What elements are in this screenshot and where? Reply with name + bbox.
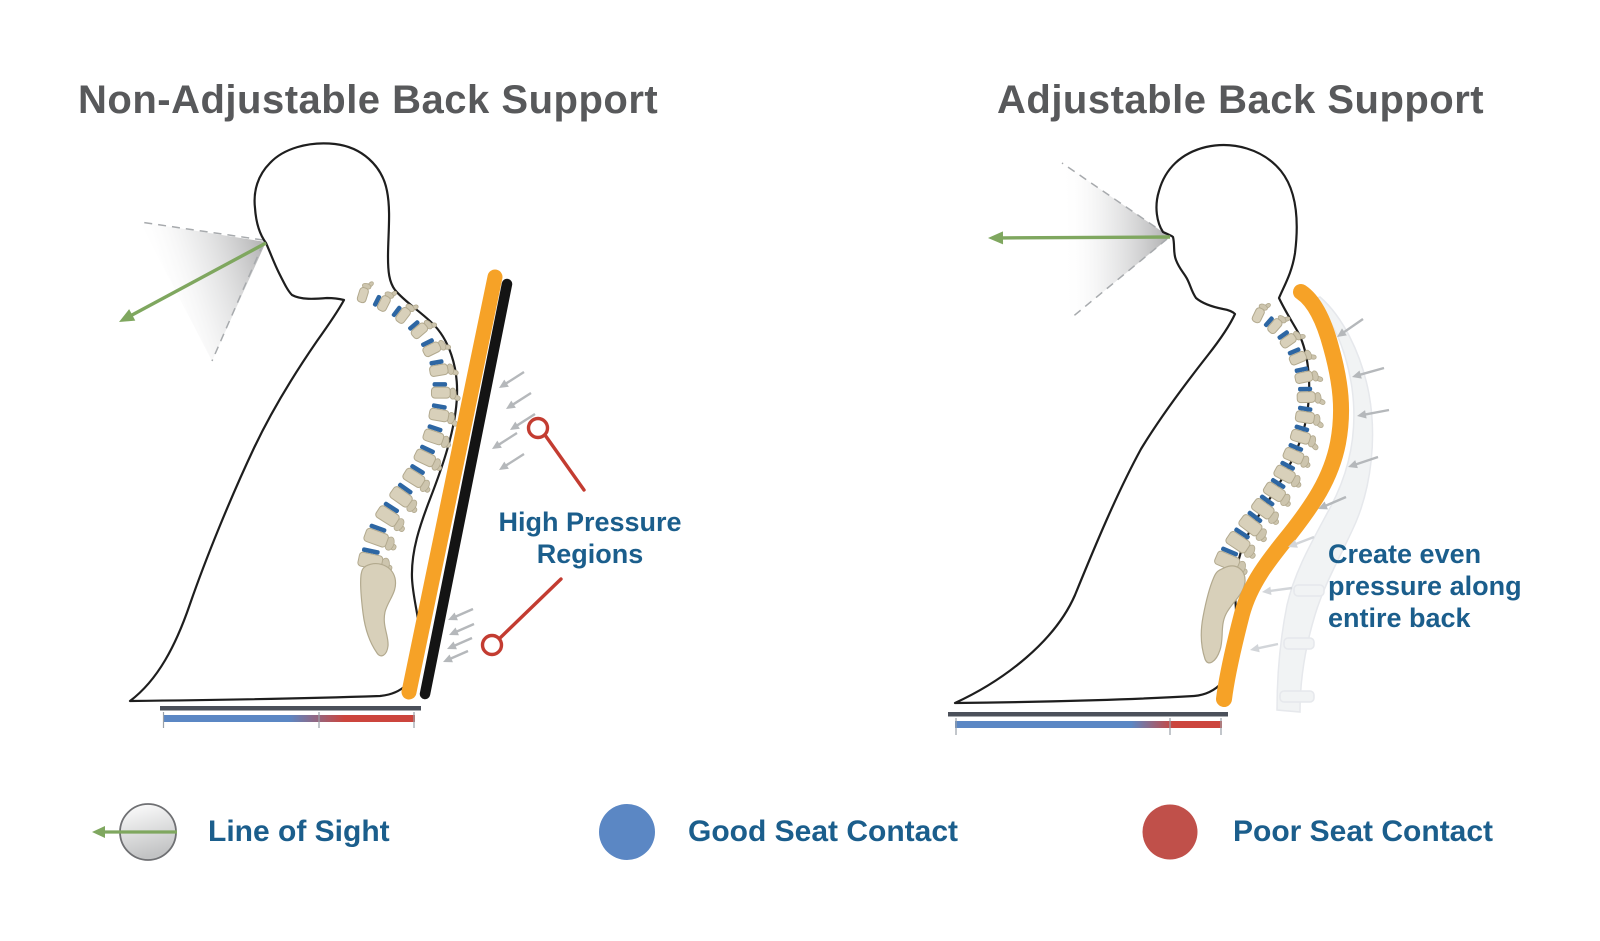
left-seat-bar xyxy=(160,706,421,711)
legend-good-seat-label: Good Seat Contact xyxy=(688,815,959,848)
left-seat-pressure-gradient xyxy=(163,715,415,722)
even-pressure-line1: Create even xyxy=(1328,539,1482,569)
right-pressure-arrows xyxy=(1318,318,1390,510)
right-faint-arrows xyxy=(1250,535,1315,653)
left-pressure-arrows-upper xyxy=(492,370,536,470)
high-pressure-callout-dot-upper xyxy=(526,416,550,440)
right-seat xyxy=(948,712,1228,735)
high-pressure-line2: Regions xyxy=(536,539,644,569)
right-seat-bar xyxy=(948,712,1228,717)
right-sight-arrow xyxy=(988,231,1171,245)
left-panel-title: Non-Adjustable Back Support xyxy=(78,78,659,122)
left-spine xyxy=(356,281,461,657)
high-pressure-line1: High Pressure xyxy=(498,507,682,537)
legend-poor-seat-label: Poor Seat Contact xyxy=(1233,815,1494,848)
high-pressure-callout-dot-lower xyxy=(480,633,504,657)
right-sight-cone xyxy=(1061,162,1170,320)
left-sight-cone xyxy=(139,221,266,362)
left-seat xyxy=(160,706,421,728)
high-pressure-callouts xyxy=(480,416,586,657)
legend xyxy=(92,803,1198,861)
legend-line-of-sight-label: Line of Sight xyxy=(208,815,390,848)
left-backrest-frame xyxy=(419,278,513,700)
right-seat-pressure-gradient xyxy=(955,721,1222,728)
good-seat-contact-icon xyxy=(599,804,655,860)
right-panel-title: Adjustable Back Support xyxy=(997,78,1485,122)
right-figure xyxy=(948,143,1390,735)
adjustable-backrest-mechanism xyxy=(1276,296,1374,713)
left-sight-arrow xyxy=(119,241,267,322)
left-figure xyxy=(119,142,586,728)
even-pressure-line2: pressure along xyxy=(1328,571,1522,601)
right-spine xyxy=(1200,303,1326,664)
even-pressure-line3: entire back xyxy=(1328,603,1471,633)
line-of-sight-arrow-icon xyxy=(92,826,177,838)
left-pressure-arrows-lower xyxy=(443,607,475,663)
right-backrest-cushion xyxy=(1216,284,1350,707)
left-backrest-cushion xyxy=(401,269,503,700)
poor-seat-contact-icon xyxy=(1142,804,1198,860)
